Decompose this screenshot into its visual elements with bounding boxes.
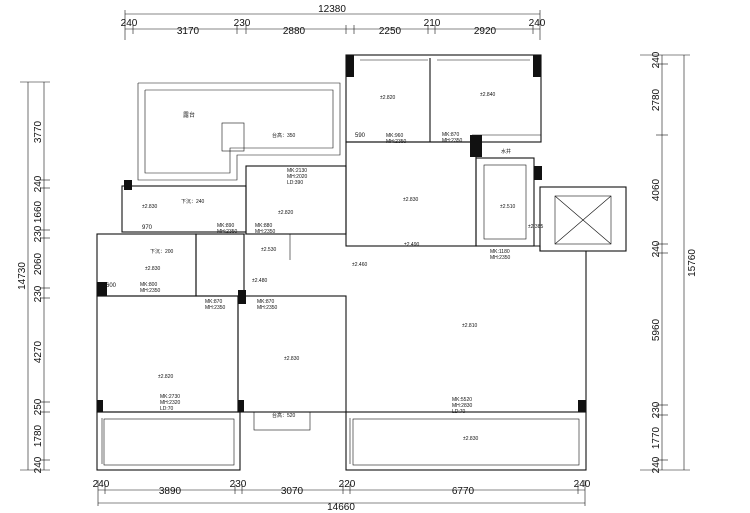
door-annotations: MK:960 MH:2350 MK:870 MH:2350 MK:2130 MH… (140, 132, 511, 415)
left-dim-1660: 1660 (33, 200, 44, 223)
top-dim-2880: 2880 (283, 26, 306, 37)
door-3-ld: LD:390 (287, 180, 303, 186)
right-overall-dim: 15760 (687, 249, 698, 277)
level-bedroom-3: ±2.820 (158, 374, 173, 380)
bottom-dimension-chain: 240 230 220 240 3890 3070 6770 14660 (93, 479, 591, 513)
bottom-dim-230: 230 (230, 479, 247, 490)
door-7-height: MH:2350 (205, 305, 226, 311)
local-dimensions: 590 970 600 (106, 133, 366, 289)
note-970: 970 (142, 225, 153, 231)
left-dim-1780: 1780 (33, 424, 44, 447)
door-8-width: MK:870 (257, 299, 274, 305)
door-7-width: MK:870 (205, 299, 222, 305)
door-11-width: MK:5520 (452, 397, 472, 403)
top-dim-2250: 2250 (379, 26, 402, 37)
door-1-width: MK:960 (386, 133, 403, 139)
top-overall-dim: 12380 (318, 4, 346, 15)
level-2385: ±2.385 (528, 224, 543, 230)
level-bedroom-2: ±2.840 (480, 92, 495, 98)
sink-240-label: 下沉：240 (181, 198, 205, 205)
door-6-height: MH:2350 (140, 288, 161, 294)
door-5-width: MK:880 (255, 223, 272, 229)
top-dim-240a: 240 (121, 18, 138, 29)
walls (96, 54, 627, 471)
door-4-height: MH:2350 (217, 229, 238, 235)
door-6-width: MK:800 (140, 282, 157, 288)
water-well-label: 水井 (501, 148, 511, 155)
top-dim-210: 210 (424, 18, 441, 29)
bottom-dim-3070: 3070 (281, 486, 304, 497)
right-dim-230: 230 (651, 401, 662, 418)
bottom-dim-240a: 240 (93, 479, 110, 490)
bottom-dim-240b: 240 (574, 479, 591, 490)
door-2-width: MK:870 (442, 132, 459, 138)
left-dim-230a: 230 (33, 225, 44, 242)
level-balcony: ±2.830 (463, 436, 478, 442)
door-11-ld: LD:70 (452, 409, 466, 415)
level-bedroom-4: ±2.830 (284, 356, 299, 362)
right-dim-2780: 2780 (651, 88, 662, 111)
sink-200-label: 下沉：200 (150, 248, 174, 255)
level-living: ±2.810 (462, 323, 477, 329)
level-shaft: ±2.510 (500, 204, 515, 210)
level-dining: ±2.820 (278, 210, 293, 216)
structural-columns (97, 55, 586, 412)
level-bedroom-1: ±2.820 (380, 95, 395, 101)
right-dim-240c: 240 (651, 456, 662, 473)
right-dimension-chain: 240 2780 4060 240 5960 230 1770 240 1576… (640, 51, 698, 473)
door-5-height: MH:2350 (255, 229, 276, 235)
door-2-height: MH:2350 (442, 138, 463, 144)
level-kitchen: ±2.830 (403, 197, 418, 203)
door-9-height: MH:2350 (490, 255, 511, 261)
right-dim-240a: 240 (651, 51, 662, 68)
right-dim-5960: 5960 (651, 318, 662, 341)
door-10-height: MH:2320 (160, 400, 181, 406)
top-dimension-chain: 12380 240 230 2250 210 240 3170 2880 292… (121, 4, 546, 40)
right-dim-240b: 240 (651, 240, 662, 257)
left-overall-dim: 14730 (17, 262, 28, 290)
level-2530: ±2.530 (261, 247, 276, 253)
left-dim-240b: 240 (33, 456, 44, 473)
door-11-height: MH:2830 (452, 403, 473, 409)
top-dim-2920: 2920 (474, 26, 497, 37)
level-2480: ±2.480 (252, 278, 267, 284)
note-590: 590 (355, 133, 366, 139)
level-bath-2: ±2.830 (145, 266, 160, 272)
door-10-width: MK:2730 (160, 394, 180, 400)
door-3-width: MK:2130 (287, 168, 307, 174)
room-labels: 露台 台高：350 ±2.820 ±2.840 ±2.830 ±2.820 ±2… (142, 92, 543, 442)
bottom-dim-220: 220 (339, 479, 356, 490)
step-520-label: 台高：520 (272, 412, 296, 419)
terrace-label: 露台 (183, 111, 195, 119)
door-4-width: MK:890 (217, 223, 234, 229)
left-dim-3770: 3770 (33, 120, 44, 143)
top-dim-230: 230 (234, 18, 251, 29)
note-600: 600 (106, 283, 117, 289)
left-dim-4270: 4270 (33, 340, 44, 363)
windows (101, 59, 530, 464)
level-bath-1: ±2.830 (142, 204, 157, 210)
right-dim-4060: 4060 (651, 178, 662, 201)
door-3-height: MH:2020 (287, 174, 308, 180)
top-dim-3170: 3170 (177, 26, 200, 37)
door-9-width: MK:1180 (490, 249, 510, 255)
left-dim-2060: 2060 (33, 252, 44, 275)
bottom-dim-3890: 3890 (159, 486, 182, 497)
door-10-ld: LD:70 (160, 406, 174, 412)
terrace-step-label: 台高：350 (272, 132, 296, 139)
bottom-dim-6770: 6770 (452, 486, 475, 497)
bottom-overall-dim: 14660 (327, 502, 355, 513)
level-2490: ±2.490 (404, 242, 419, 248)
left-dim-250: 250 (33, 398, 44, 415)
level-2460: ±2.460 (352, 262, 367, 268)
door-1-height: MH:2350 (386, 139, 407, 145)
left-dimension-chain: 3770 240 1660 230 2060 230 4270 250 1780… (17, 81, 50, 473)
left-dim-240a: 240 (33, 175, 44, 192)
left-dim-230b: 230 (33, 285, 44, 302)
door-8-height: MH:2350 (257, 305, 278, 311)
top-dim-240b: 240 (529, 18, 546, 29)
right-dim-1770: 1770 (651, 426, 662, 449)
